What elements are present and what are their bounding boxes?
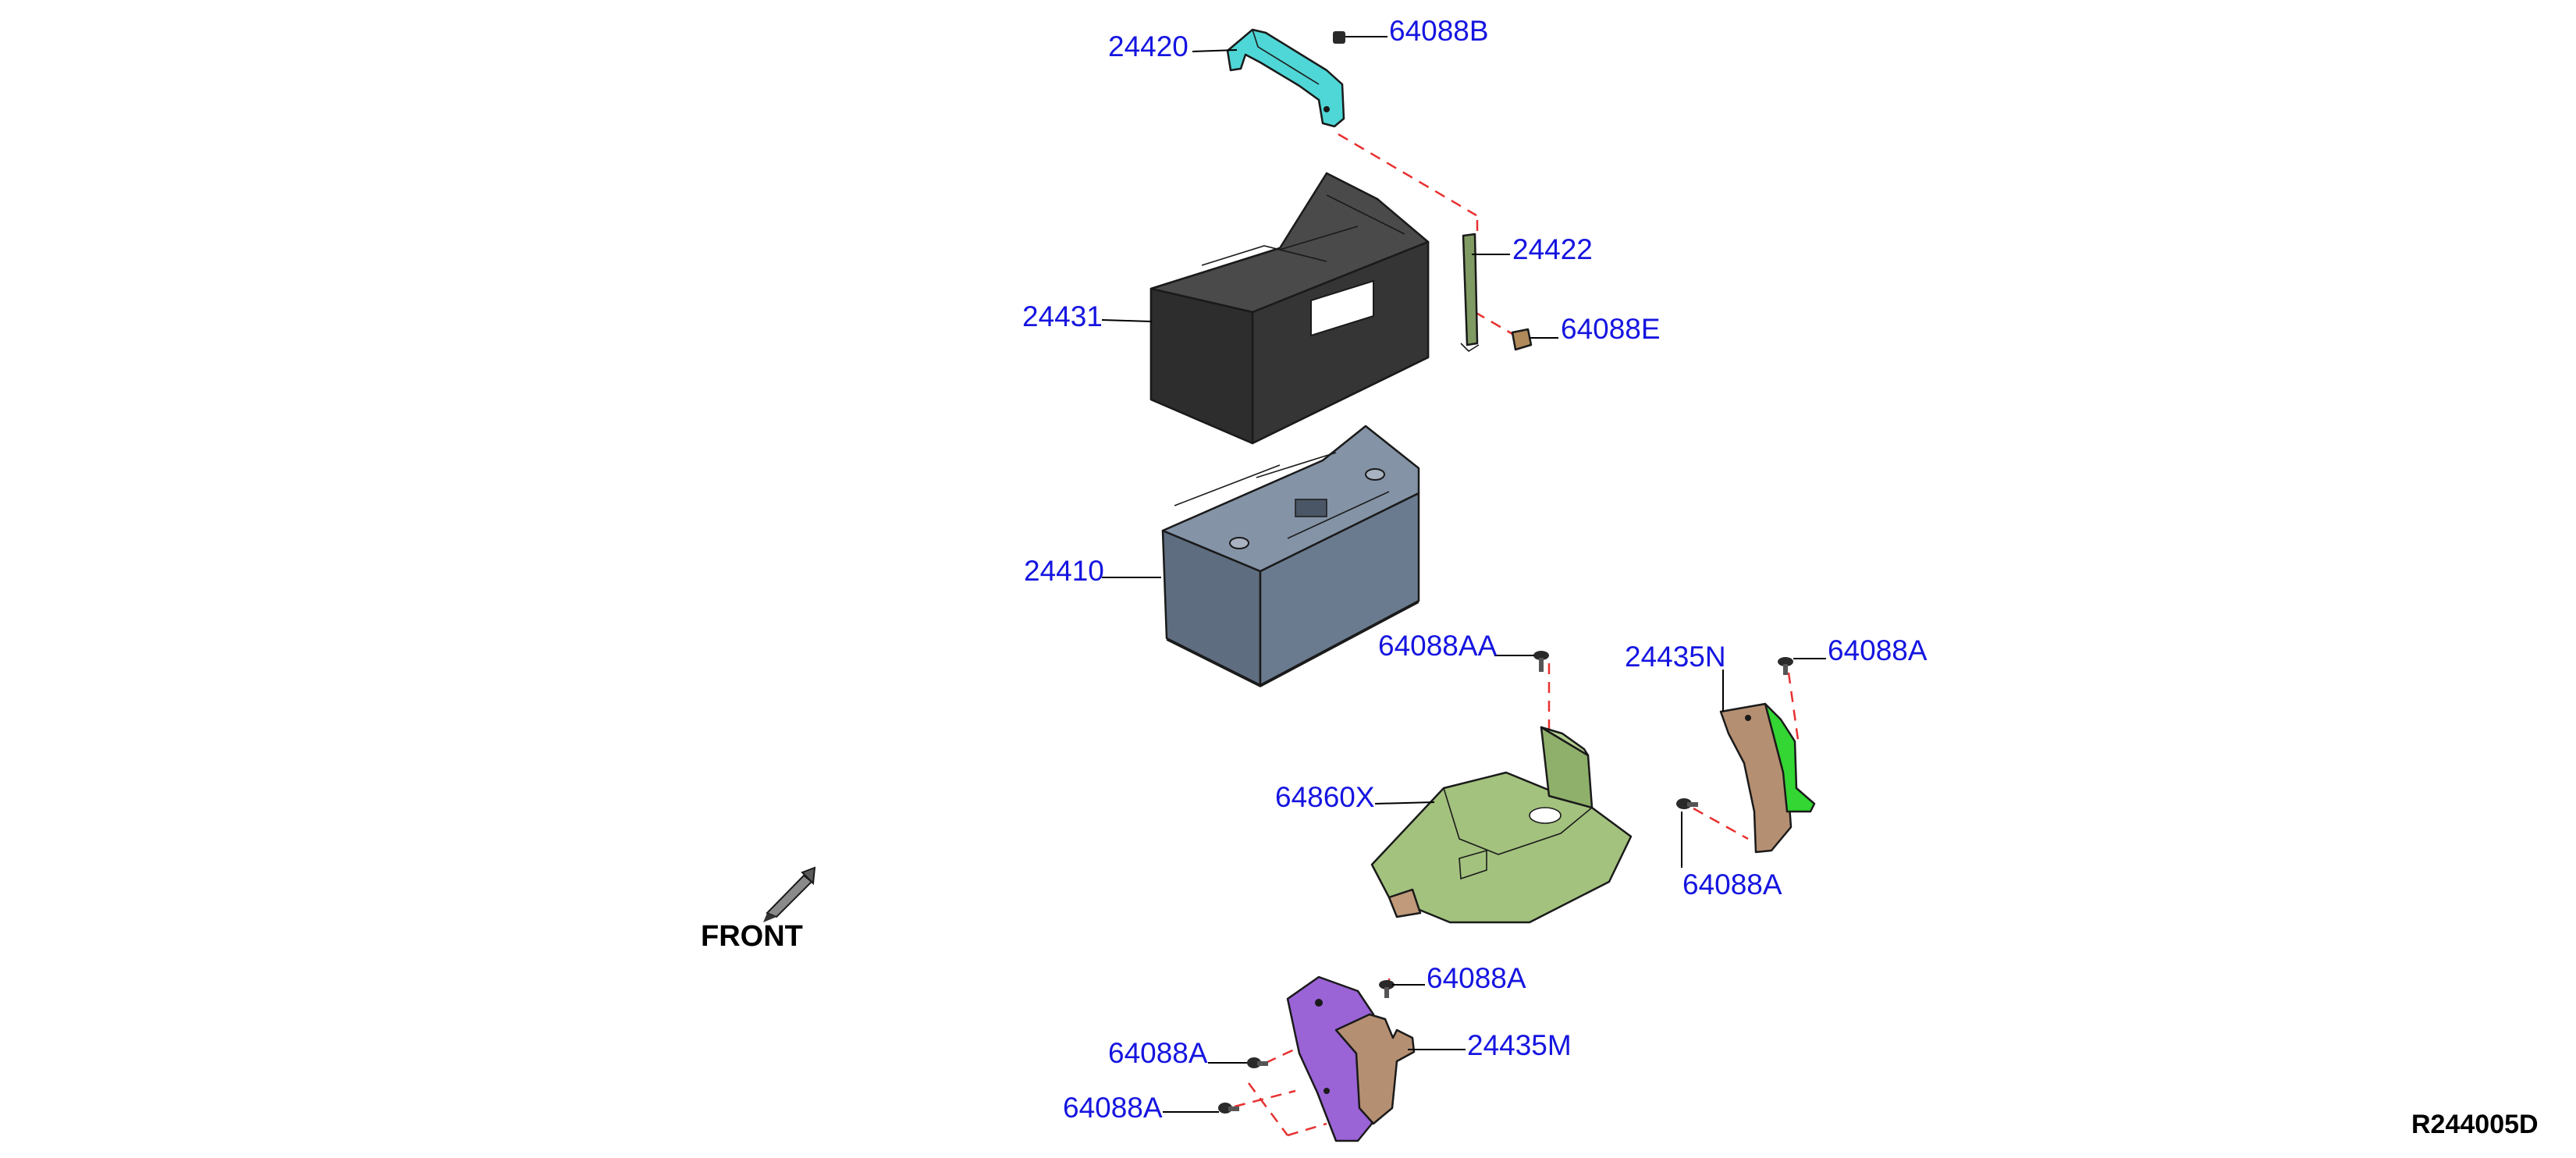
callout-24431: 24431 (1022, 300, 1103, 332)
callout-24420: 24420 (1108, 30, 1189, 62)
diagram-reference-code: R244005D (2411, 1110, 2539, 1139)
callout-64088A-lower-top: 64088A (1427, 962, 1526, 994)
callout-64088A-lower-mid: 64088A (1108, 1037, 1208, 1069)
bolt-64088A-right-top (1778, 657, 1793, 675)
callout-64088A-lower-bottom: 64088A (1063, 1092, 1163, 1124)
bracket-24420 (1226, 28, 1345, 128)
bracket-24435M (1286, 975, 1416, 1142)
bolt-64088A-lower-bottom (1218, 1103, 1239, 1114)
callout-64860X: 64860X (1275, 781, 1375, 813)
nut-64088B (1333, 31, 1345, 44)
callout-64088AA: 64088AA (1378, 630, 1498, 662)
leader-lines (1101, 36, 1826, 1113)
bracket-24435N (1719, 702, 1816, 854)
callout-64088B: 64088B (1389, 15, 1489, 47)
callout-64088A-right-bottom: 64088A (1682, 868, 1782, 900)
callout-labels: 24420 64088B 24422 24431 64088E 24410 64… (1022, 15, 1928, 1124)
callout-24435M: 24435M (1467, 1029, 1572, 1061)
front-arrow-icon (763, 866, 816, 922)
battery-tray-64860X (1370, 726, 1633, 924)
bolt-64088A-lower-mid (1247, 1057, 1268, 1068)
callout-24435N: 24435N (1625, 641, 1726, 673)
front-label: FRONT (701, 920, 803, 953)
bolt-64088AA (1533, 651, 1549, 672)
callout-64088A-right-top: 64088A (1828, 634, 1928, 666)
hold-down-rod-24422 (1460, 233, 1480, 353)
callout-64088E: 64088E (1561, 313, 1661, 345)
callout-24410: 24410 (1024, 555, 1104, 587)
clip-64088E (1511, 328, 1533, 351)
bolt-64088A-right-bottom (1676, 798, 1698, 809)
bolt-64088A-lower-top (1379, 980, 1395, 998)
callout-24422: 24422 (1512, 233, 1593, 265)
battery-cover-24431 (1149, 172, 1430, 445)
battery-24410 (1161, 424, 1420, 687)
